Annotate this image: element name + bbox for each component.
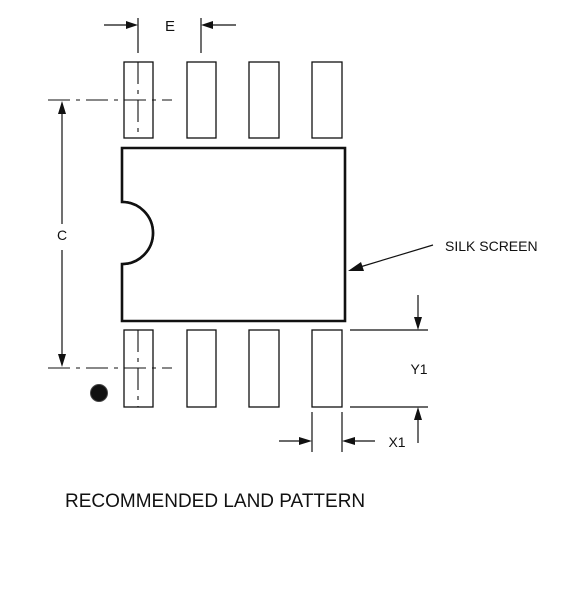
dimension-e-label: E	[165, 18, 175, 35]
silk-leader-line	[359, 244, 434, 268]
notch-icon	[121, 200, 155, 266]
pad-bottom-2	[186, 329, 217, 408]
silk-screen-callout: SILK SCREEN	[348, 238, 538, 271]
silk-arrow-icon	[348, 262, 364, 271]
bottom-pad-row	[123, 329, 343, 408]
y1-arrow-top-icon	[414, 317, 422, 330]
dimension-x1-label: X1	[388, 434, 405, 450]
c-arrow-bottom-icon	[58, 354, 66, 367]
dimension-y1-label: Y1	[410, 361, 427, 377]
y1-arrow-bottom-icon	[414, 407, 422, 420]
e-arrow-right-icon	[201, 21, 213, 29]
silk-screen-outline	[120, 146, 347, 323]
x1-arrow-right-icon	[342, 437, 355, 445]
pad-top-3	[248, 61, 280, 139]
dimension-e: E	[104, 18, 236, 53]
e-arrow-left-icon	[126, 21, 138, 29]
x1-arrow-left-icon	[299, 437, 312, 445]
dimension-y1: Y1	[350, 295, 428, 443]
dimension-x1: X1	[279, 412, 406, 452]
pin1-dot-icon	[90, 384, 108, 402]
pad-bottom-4	[311, 329, 343, 408]
silk-screen-label: SILK SCREEN	[445, 238, 538, 254]
pad-bottom-3	[248, 329, 280, 408]
dimension-c-label: C	[57, 227, 67, 243]
pad-top-2	[186, 61, 217, 139]
diagram-title: RECOMMENDED LAND PATTERN	[65, 491, 365, 512]
dimension-c: C	[57, 101, 67, 367]
c-arrow-top-icon	[58, 101, 66, 114]
pad-top-4	[311, 61, 343, 139]
top-pad-row	[123, 61, 343, 139]
